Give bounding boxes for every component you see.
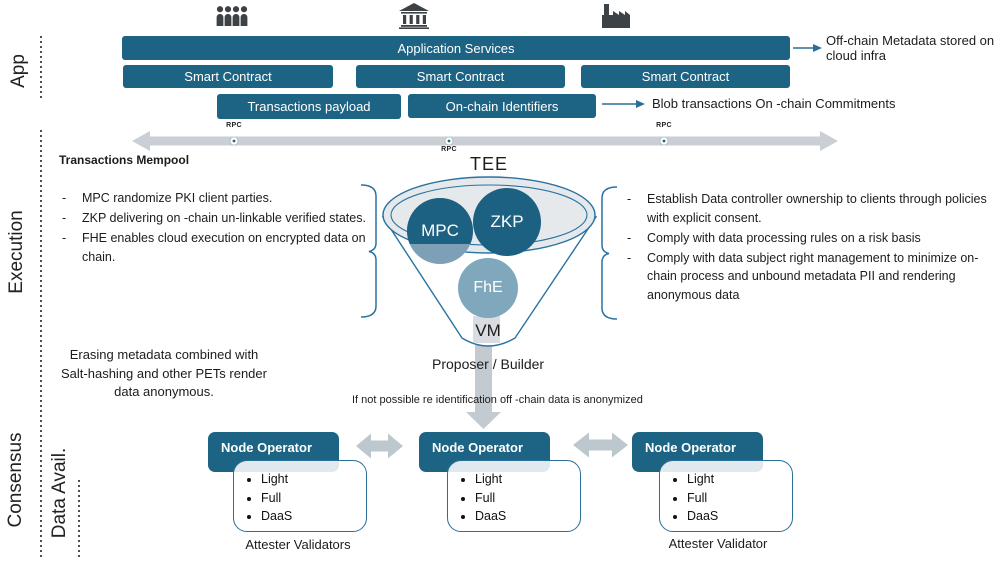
pets-note: Erasing metadata combined with Salt-hash…: [61, 347, 267, 399]
blob-transactions-note: Blob transactions On -chain Commitments: [652, 96, 896, 111]
list-item: MPC randomize PKI client parties.: [62, 189, 372, 208]
smart-contract-bar-3: Smart Contract: [581, 65, 790, 88]
attester-validators-caption: Attester Validators: [245, 537, 351, 552]
smart-contract-bar-2: Smart Contract: [356, 65, 565, 88]
node-operator-2-items: Light Full DaaS: [448, 471, 580, 526]
node-operator-3-items: Light Full DaaS: [660, 471, 792, 526]
bank-icon: [399, 3, 429, 29]
node-operator-3-body: Light Full DaaS: [659, 460, 793, 532]
list-item: DaaS: [261, 508, 366, 526]
onchain-identifiers-bar: On-chain Identifiers: [408, 94, 596, 118]
vm-neck: [473, 316, 500, 343]
mpc-circle-top: [407, 198, 473, 244]
fhe-circle: [458, 258, 518, 318]
layer-label-data-avail: Data Avail.: [49, 447, 70, 539]
list-item: Light: [261, 471, 366, 489]
layer-label-execution: Execution: [6, 210, 27, 294]
proposer-builder-label: Proposer / Builder: [432, 356, 545, 372]
offchain-metadata-note: Off-chain Metadata stored on cloud infra: [826, 33, 995, 63]
list-item: Full: [475, 490, 580, 508]
list-item: Comply with data processing rules on a r…: [627, 229, 994, 248]
layer-label-consensus: Consensus: [5, 432, 26, 528]
node-link-arrow-right: [573, 432, 628, 458]
execution-left-bullets: MPC randomize PKI client parties. ZKP de…: [62, 189, 372, 268]
list-item: Light: [687, 471, 792, 489]
list-item: DaaS: [475, 508, 580, 526]
zkp-circle-label: ZKP: [490, 212, 524, 231]
list-item: Comply with data subject right managemen…: [627, 249, 994, 305]
tee-funnel: [381, 176, 598, 347]
main-layer-divider: [40, 130, 42, 558]
offchain-arrow: [793, 44, 822, 52]
execution-right-bullets: Establish Data controller ownership to c…: [627, 190, 994, 306]
proposer-down-arrow: [466, 345, 501, 429]
node-link-arrow-left: [356, 433, 403, 459]
vm-label: VM: [475, 321, 501, 340]
application-services-bar: Application Services: [122, 36, 790, 60]
node-operator-1-items: Light Full DaaS: [234, 471, 366, 526]
blob-arrow: [602, 100, 645, 108]
list-item: Establish Data controller ownership to c…: [627, 190, 994, 227]
rpc-label-1: RPC: [226, 122, 242, 129]
list-item: FHE enables cloud execution on encrypted…: [62, 229, 372, 266]
people-icon: [216, 6, 248, 26]
data-avail-divider: [78, 480, 80, 558]
brace-right: [601, 186, 618, 320]
transactions-payload-bar: Transactions payload: [217, 94, 401, 119]
list-item: DaaS: [687, 508, 792, 526]
list-item: Full: [261, 490, 366, 508]
fhe-circle-label: FhE: [473, 279, 503, 296]
mpc-circle-label: MPC: [421, 221, 459, 240]
node-operator-1-body: Light Full DaaS: [233, 460, 367, 532]
mempool-arrow: [132, 131, 838, 151]
list-item: Full: [687, 490, 792, 508]
list-item: Light: [475, 471, 580, 489]
anonymized-note: If not possible re identification off -c…: [352, 394, 643, 406]
zkp-circle: [473, 188, 541, 256]
rpc-label-2: RPC: [441, 146, 457, 153]
attester-validator-caption: Attester Validator: [668, 536, 768, 551]
factory-icon: [602, 4, 630, 28]
layer-label-app: App: [8, 54, 29, 88]
rpc-label-3: RPC: [656, 122, 672, 129]
smart-contract-bar-1: Smart Contract: [123, 65, 333, 88]
tee-label: TEE: [469, 154, 508, 174]
node-operator-2-body: Light Full DaaS: [447, 460, 581, 532]
list-item: ZKP delivering on -chain un-linkable ver…: [62, 209, 372, 228]
rpc-dots: [229, 136, 669, 146]
app-layer-divider: [40, 36, 42, 99]
transactions-mempool-label: Transactions Mempool: [59, 153, 190, 167]
